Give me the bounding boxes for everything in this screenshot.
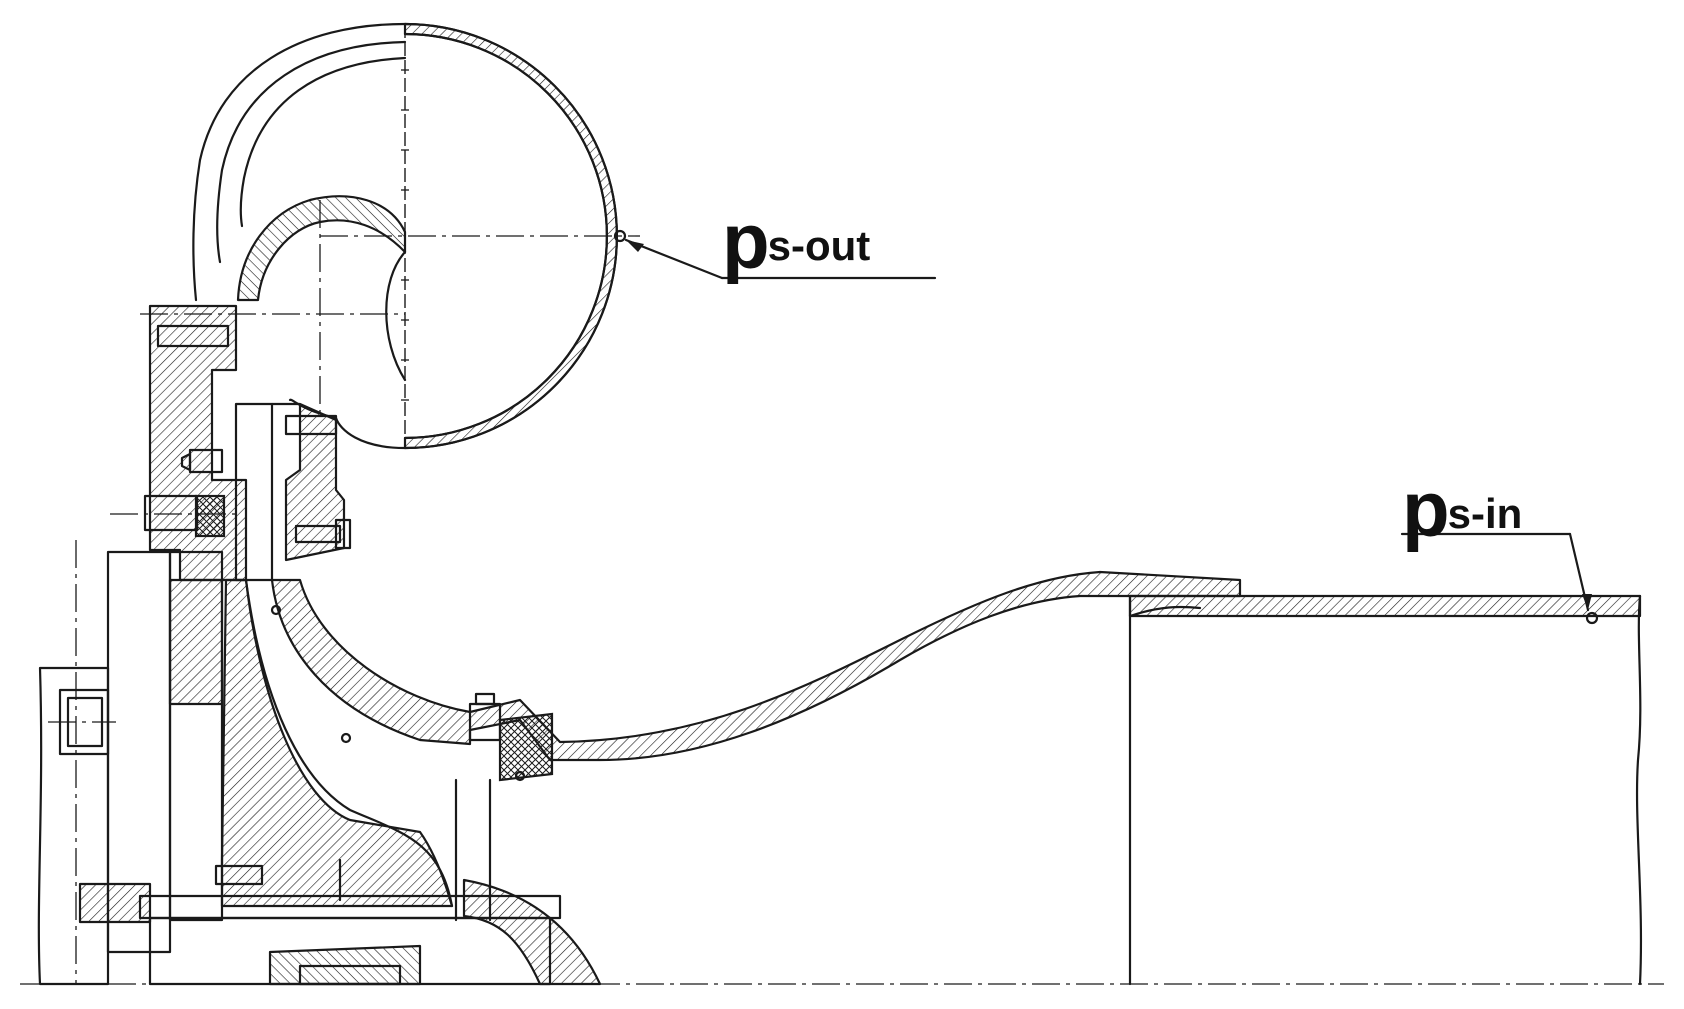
ps-in-label: ps-in bbox=[1402, 470, 1522, 548]
impeller-hub bbox=[214, 578, 492, 922]
ps-in-main: p bbox=[1402, 465, 1450, 553]
ps-out-subscript: s-out bbox=[767, 222, 871, 269]
ps-out-label: ps-out bbox=[722, 202, 870, 280]
inlet-pipe bbox=[1128, 594, 1643, 986]
volute-split-line bbox=[140, 24, 640, 448]
leader-ps-in bbox=[1400, 532, 1592, 612]
diffuser-flange bbox=[110, 304, 248, 582]
leader-ps-out bbox=[613, 229, 937, 280]
impeller-shroud-inlet bbox=[270, 570, 1242, 782]
volute-tongue bbox=[236, 195, 407, 420]
shaft-assembly bbox=[37, 540, 602, 986]
ps-out-main: p bbox=[722, 197, 770, 285]
ps-in-subscript: s-in bbox=[1447, 490, 1523, 537]
diffuser-channel bbox=[234, 402, 352, 582]
ps-in-tap bbox=[1585, 611, 1599, 625]
